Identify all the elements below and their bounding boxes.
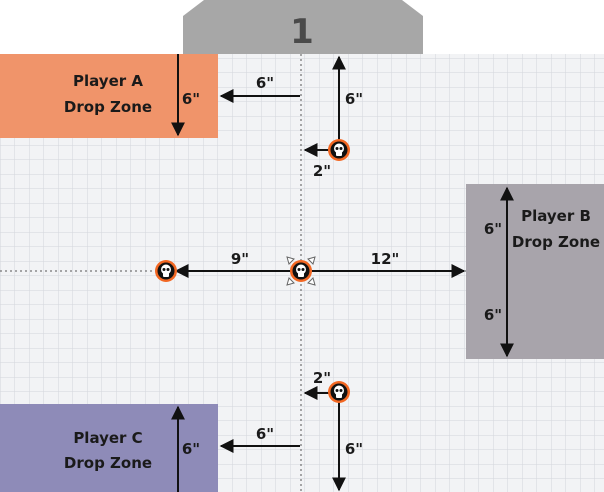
bottom-vertical-label: 6" xyxy=(345,440,363,458)
zone-a-width-label: 6" xyxy=(256,74,274,92)
skull-icon xyxy=(328,381,350,403)
player-c-label-line1: Player C xyxy=(73,429,142,447)
skull-icon xyxy=(290,260,312,282)
zone-a-depth-label: 6" xyxy=(182,90,200,108)
top-objective-offset-label: 2" xyxy=(313,162,331,180)
player-b-drop-zone xyxy=(466,184,604,359)
mission-number: 1 xyxy=(290,12,314,52)
zone-c-width-label: 6" xyxy=(256,425,274,443)
player-a-label-line2: Drop Zone xyxy=(64,98,152,116)
zone-b-upper-label: 6" xyxy=(484,220,502,238)
player-a-label-line1: Player A xyxy=(73,72,143,90)
move-corner-markers xyxy=(286,256,316,286)
zone-c-depth-label: 6" xyxy=(182,440,200,458)
objective-marker-bottom xyxy=(328,381,350,403)
left-objective-label: 9" xyxy=(231,250,249,268)
right-to-zone-b-label: 12" xyxy=(371,250,400,268)
zone-b-lower-label: 6" xyxy=(484,306,502,324)
mission-tab xyxy=(183,0,423,54)
objective-marker-top xyxy=(328,139,350,161)
player-b-label-line2: Drop Zone xyxy=(512,233,600,251)
player-c-label-line2: Drop Zone xyxy=(64,454,152,472)
objective-marker-left xyxy=(155,260,177,282)
skull-icon xyxy=(155,260,177,282)
player-b-label-line1: Player B xyxy=(521,207,591,225)
bottom-objective-offset-label: 2" xyxy=(313,369,331,387)
objective-marker-center xyxy=(290,260,312,282)
skull-icon xyxy=(328,139,350,161)
top-vertical-label: 6" xyxy=(345,90,363,108)
